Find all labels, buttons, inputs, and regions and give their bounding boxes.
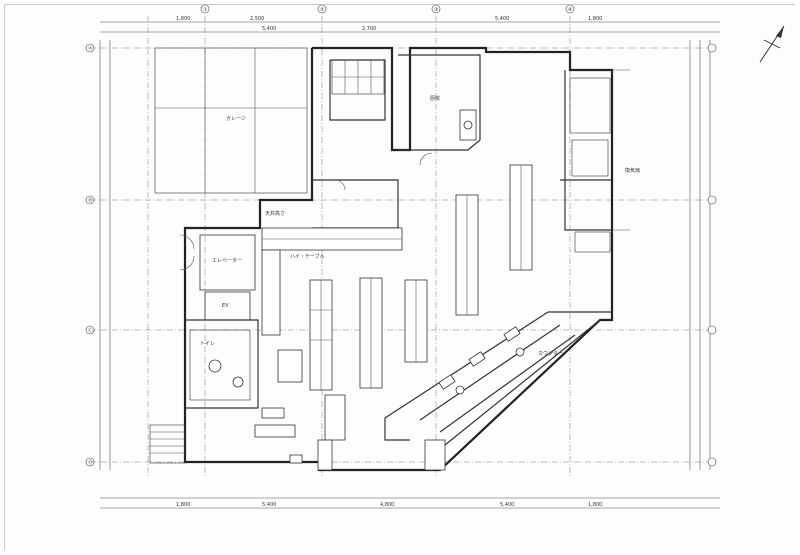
shelving-units [261,164,533,391]
top-dimension-labels: 1,800 2,500 5,400 2,700 5,400 1,800 [176,16,602,32]
building-walls [183,46,614,472]
note-high-table: ハイ・テーブル [290,253,325,260]
diagonal-counter [384,311,612,446]
svg-text:5,400: 5,400 [500,502,514,508]
grid-row-d: Ⓓ [88,459,93,466]
garage-area: ガレージ [154,47,308,194]
upper-room: 厨房 [430,95,477,141]
grid-row-b: Ⓑ [88,197,93,204]
svg-text:5,400: 5,400 [262,502,276,508]
room-label-elevator: エレベーター [212,257,242,264]
room-label-toilet: トイレ [200,341,215,347]
dimension-lines [99,21,720,509]
stairs [149,59,385,464]
svg-text:1,800: 1,800 [176,502,190,508]
grid-col-4: ④ [568,7,573,13]
grid-row-bubbles: Ⓐ Ⓑ Ⓒ Ⓓ [85,43,717,467]
svg-text:1,800: 1,800 [176,16,190,22]
sheet-border [4,4,795,550]
elevator-area: エレベーター EV トイレ [189,234,256,401]
grid-row-a: Ⓐ [88,45,93,52]
door-swings [179,152,433,271]
svg-text:2,700: 2,700 [362,26,376,32]
grid-col-1: ① [203,7,208,13]
svg-text:1,800: 1,800 [588,16,602,22]
svg-text:5,400: 5,400 [495,16,509,22]
note-ceiling: 天井高さ [265,210,285,217]
grid-column-bubbles: ① ② ③ ④ [200,4,575,14]
room-label-garage: ガレージ [226,115,246,122]
bottom-dimension-labels: 1,800 5,400 4,800 5,400 1,800 [176,502,602,508]
grid-col-2: ② [320,7,325,13]
grid-col-3: ③ [434,7,438,13]
room-label-ev: EV [222,303,229,309]
grid-row-c: Ⓒ [88,327,93,334]
dining-furniture [254,349,446,471]
right-rooms [569,69,630,253]
north-arrow-icon [759,25,785,63]
svg-text:1,800: 1,800 [588,502,602,508]
note-vent: 換気扇 [625,167,640,174]
note-counter: カウンター [538,350,563,357]
svg-text:4,800: 4,800 [380,502,394,508]
annotations: 天井高さ ハイ・テーブル カウンター 換気扇 [265,167,640,357]
room-label-kitchen: 厨房 [430,95,440,102]
svg-text:5,400: 5,400 [262,26,276,32]
svg-text:2,500: 2,500 [250,16,264,22]
